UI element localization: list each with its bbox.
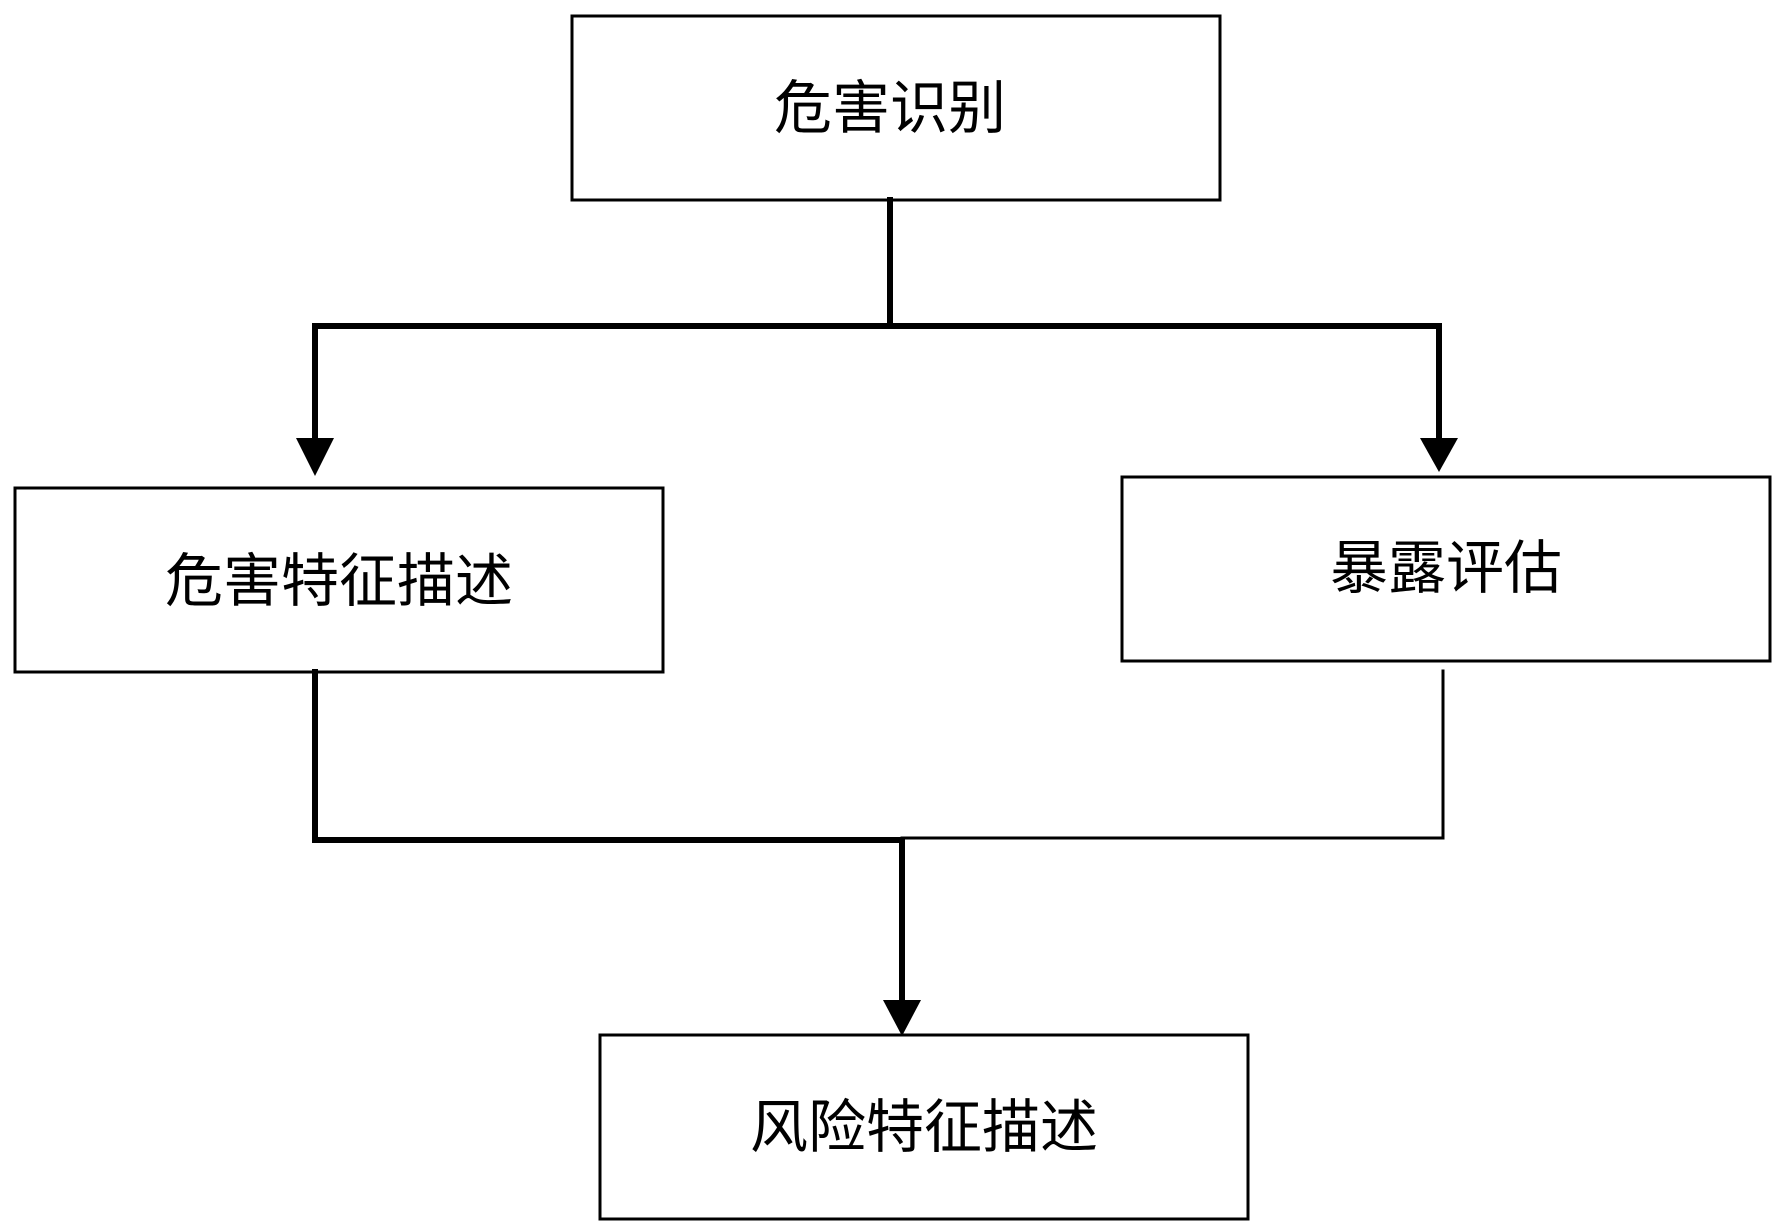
node-exposure-assessment-label: 暴露评估 <box>1330 534 1562 602</box>
split-connector-right <box>887 323 1442 443</box>
arrowhead-to-hazard-characterization <box>296 438 334 476</box>
node-hazard-identification: 危害识别 <box>570 14 1222 202</box>
arrowhead-to-exposure-assessment <box>1420 438 1458 472</box>
node-risk-characterization: 风险特征描述 <box>598 1033 1250 1221</box>
split-connector <box>312 197 893 443</box>
merge-connector-left <box>312 669 905 843</box>
merge-connector-right <box>900 669 1445 840</box>
node-hazard-identification-label: 危害识别 <box>774 74 1006 142</box>
node-hazard-characterization: 危害特征描述 <box>13 486 665 674</box>
node-risk-characterization-label: 风险特征描述 <box>750 1093 1098 1161</box>
arrowhead-to-risk-characterization <box>883 1000 921 1036</box>
node-exposure-assessment: 暴露评估 <box>1120 475 1772 663</box>
node-hazard-characterization-label: 危害特征描述 <box>165 547 513 615</box>
